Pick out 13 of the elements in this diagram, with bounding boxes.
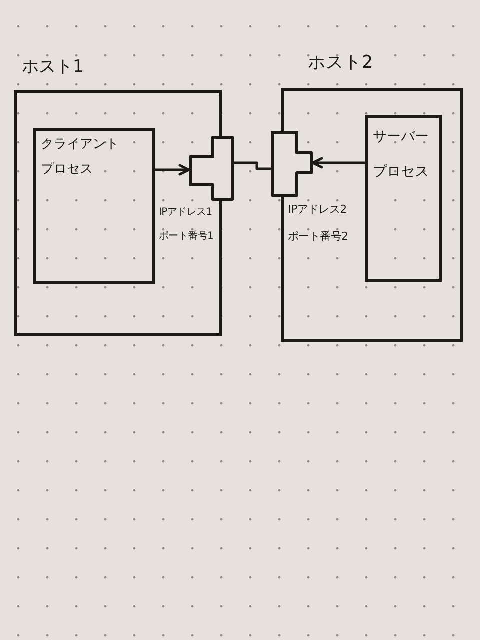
socket-symbol <box>189 136 234 201</box>
process-label: クライアントプロセス <box>41 136 120 179</box>
socket-label: IPアドレス1ポート番号1 <box>159 206 215 244</box>
arrow <box>312 157 365 169</box>
process-label: サーバープロセス <box>373 128 430 182</box>
connector-line <box>234 162 271 170</box>
arrow <box>155 164 190 176</box>
socket-label: IPアドレス2ポート番号2 <box>288 202 350 245</box>
socket-symbol <box>271 131 313 197</box>
host-label: ホスト1 <box>22 57 84 78</box>
process-box <box>33 128 155 284</box>
process-box <box>365 115 442 282</box>
host-label: ホスト2 <box>308 53 374 74</box>
